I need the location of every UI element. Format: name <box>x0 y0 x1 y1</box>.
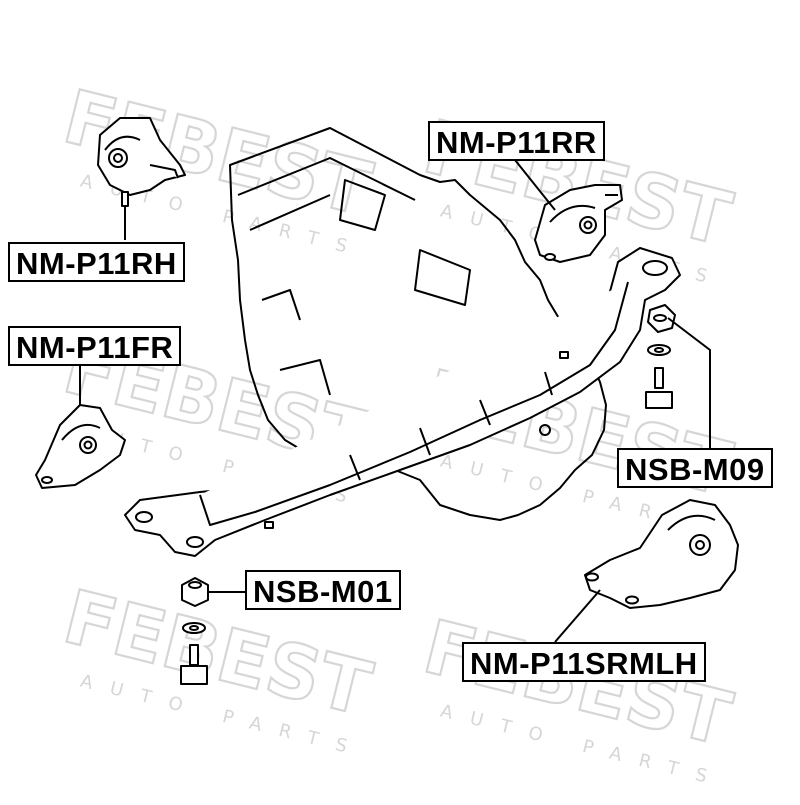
mount-srmlh-part <box>584 499 739 609</box>
bolt-set-m01-part <box>180 577 209 685</box>
mount-rh-part <box>97 117 186 207</box>
crossmember <box>124 247 681 557</box>
mount-fr-part <box>35 404 126 489</box>
part-label-nm-p11srmlh: NM-P11SRMLH <box>462 642 706 682</box>
leader-lines <box>79 159 711 643</box>
part-label-nsb-m01: NSB-M01 <box>245 570 401 610</box>
part-label-nm-p11fr: NM-P11FR <box>8 326 182 366</box>
watermark-tile: FEBEST AUTO PARTS <box>415 603 741 792</box>
mount-rr-part <box>534 184 623 263</box>
bolt-set-m09-part <box>645 304 676 409</box>
part-label-nsb-m09: NSB-M09 <box>617 448 773 488</box>
part-label-nm-p11rh: NM-P11RH <box>8 242 185 282</box>
leader-rr <box>514 159 556 211</box>
leader-srmlh <box>554 589 601 643</box>
part-label-nm-p11rr: NM-P11RR <box>428 121 605 161</box>
leader-m09 <box>667 317 711 448</box>
